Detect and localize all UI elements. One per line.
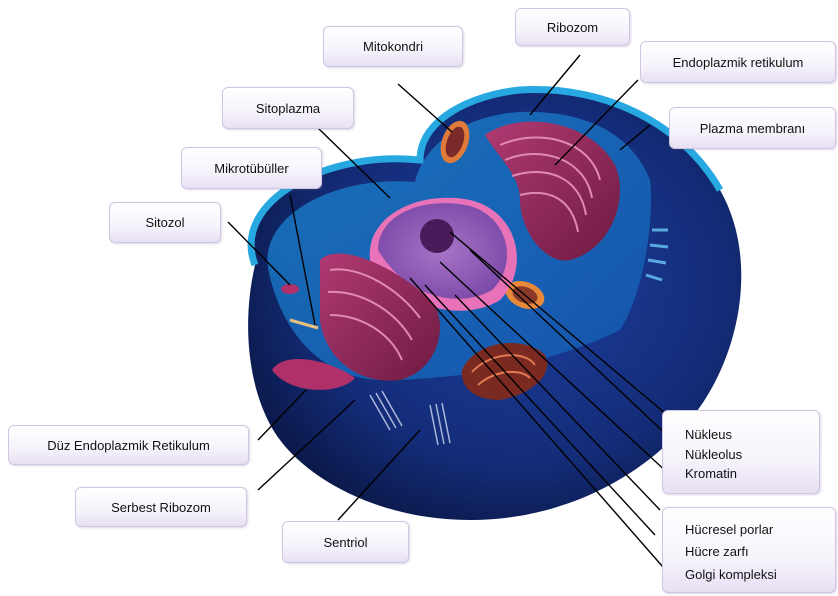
- label-hucre-zarfi: Hücre zarfı: [685, 544, 749, 559]
- label-sentriol: Sentriol: [282, 521, 409, 563]
- label-serbest-ribozom-text: Serbest Ribozom: [111, 500, 211, 515]
- label-serbest-ribozom: Serbest Ribozom: [75, 487, 247, 527]
- label-sitoplazma-text: Sitoplazma: [256, 101, 320, 116]
- label-endoplazmik-retikulum: Endoplazmik retikulum: [640, 41, 836, 83]
- label-sitoplazma: Sitoplazma: [222, 87, 354, 129]
- label-duz-endoplazmik-retikulum: Düz Endoplazmik Retikulum: [8, 425, 249, 465]
- label-mitokondri-text: Mitokondri: [363, 39, 423, 54]
- label-kromatin: Kromatin: [685, 466, 737, 481]
- label-mitokondri: Mitokondri: [323, 26, 463, 67]
- label-duz-endoplazmik-retikulum-text: Düz Endoplazmik Retikulum: [47, 438, 210, 453]
- label-nukleolus: Nükleolus: [685, 447, 742, 462]
- label-plazma-membrani-text: Plazma membranı: [700, 121, 805, 136]
- label-mikrotubuller: Mikrotübüller: [181, 147, 322, 189]
- label-mikrotubuller-text: Mikrotübüller: [214, 161, 288, 176]
- label-sitozol: Sitozol: [109, 202, 221, 243]
- label-ribozom: Ribozom: [515, 8, 630, 46]
- label-plazma-membrani: Plazma membranı: [669, 107, 836, 149]
- label-group-envelope: Hücresel porlar Hücre zarfı Golgi komple…: [662, 507, 836, 593]
- label-golgi-kompleksi: Golgi kompleksi: [685, 567, 777, 582]
- label-group-nucleus: Nükleus Nükleolus Kromatin: [662, 410, 820, 494]
- label-sitozol-text: Sitozol: [145, 215, 184, 230]
- label-endoplazmik-retikulum-text: Endoplazmik retikulum: [673, 55, 804, 70]
- label-sentriol-text: Sentriol: [323, 535, 367, 550]
- label-hucresel-porlar: Hücresel porlar: [685, 522, 773, 537]
- label-ribozom-text: Ribozom: [547, 20, 598, 35]
- vesicle: [281, 284, 299, 294]
- label-nukleus: Nükleus: [685, 427, 732, 442]
